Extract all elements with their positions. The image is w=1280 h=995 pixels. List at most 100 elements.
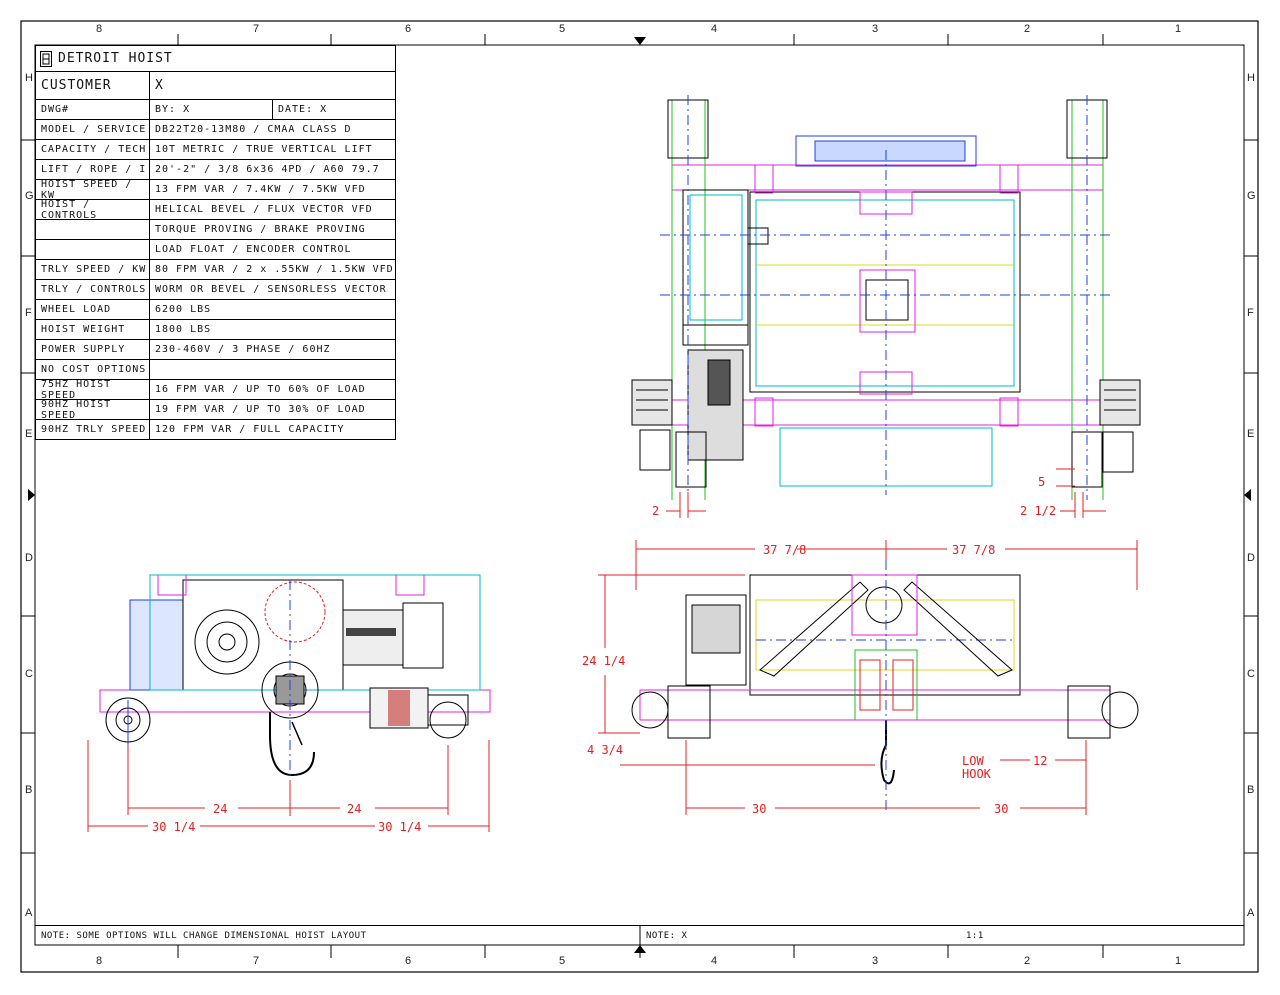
zone-col-label: 7 bbox=[253, 955, 260, 967]
zone-col-label: 4 bbox=[711, 23, 718, 35]
dwg-label: DWG# bbox=[36, 100, 150, 119]
spec-value: 230-460V / 3 PHASE / 60HZ bbox=[155, 344, 331, 355]
spec-row: LOAD FLOAT / ENCODER CONTROL bbox=[36, 240, 395, 260]
zone-row-label: A bbox=[1247, 907, 1255, 919]
zone-row-label: H bbox=[1247, 72, 1255, 84]
dim-front-half-right: 24 bbox=[347, 802, 361, 816]
zone-col-label: 8 bbox=[96, 23, 103, 35]
center-arrow-right bbox=[1244, 489, 1251, 501]
dim-top-right-height: 5 bbox=[1038, 475, 1045, 489]
zone-row-label: G bbox=[25, 190, 34, 202]
front-view-dimensions bbox=[87, 740, 490, 832]
dim-side-hook-offset: 12 bbox=[1033, 754, 1047, 768]
spec-value: DB22T20-13M80 / CMAA CLASS D bbox=[155, 124, 352, 135]
zone-row-label: H bbox=[25, 72, 33, 84]
spec-row: TORQUE PROVING / BRAKE PROVING bbox=[36, 220, 395, 240]
dim-top-right-gap: 2 1/2 bbox=[1020, 504, 1056, 518]
side-view-dimensions bbox=[598, 540, 1138, 815]
dim-side-low: 4 3/4 bbox=[587, 743, 623, 757]
zone-col-label: 2 bbox=[1024, 955, 1031, 967]
dim-side-bottom-right: 30 bbox=[994, 802, 1008, 816]
drawing-date: DATE: X bbox=[272, 100, 395, 119]
company-logo-icon bbox=[40, 50, 52, 67]
spec-label: 75HZ HOIST SPEED bbox=[36, 379, 150, 401]
spec-value: WORM OR BEVEL / SENSORLESS VECTOR bbox=[155, 284, 387, 295]
zone-col-label: 6 bbox=[405, 23, 412, 35]
zone-row-label: E bbox=[25, 428, 33, 440]
spec-value: 1800 LBS bbox=[155, 324, 212, 335]
zone-row-label: G bbox=[1247, 190, 1256, 202]
dim-side-top-right: 37 7/8 bbox=[952, 543, 995, 557]
center-arrow-left bbox=[28, 489, 35, 501]
dim-side-height: 24 1/4 bbox=[582, 654, 625, 668]
customer-label: CUSTOMER bbox=[36, 72, 150, 99]
dim-front-overall-left: 30 1/4 bbox=[152, 820, 195, 834]
top-view bbox=[631, 95, 1141, 500]
front-view bbox=[99, 574, 491, 820]
spec-label: 90HZ TRLY SPEED bbox=[36, 420, 150, 439]
zone-row-label: E bbox=[1247, 428, 1255, 440]
spec-row: NO COST OPTIONS bbox=[36, 360, 395, 380]
spec-label: HOIST / CONTROLS bbox=[36, 199, 150, 221]
spec-value: TORQUE PROVING / BRAKE PROVING bbox=[155, 224, 366, 235]
customer-value: X bbox=[155, 78, 164, 93]
spec-label: WHEEL LOAD bbox=[36, 300, 150, 319]
spec-value: 6200 LBS bbox=[155, 304, 212, 315]
center-arrow-bottom bbox=[634, 945, 646, 953]
spec-value: LOAD FLOAT / ENCODER CONTROL bbox=[155, 244, 352, 255]
dim-low-hook-line2: HOOK bbox=[962, 767, 992, 781]
zone-row-label: C bbox=[1247, 668, 1255, 680]
scale-label: 1:1 bbox=[966, 931, 984, 941]
spec-label: CAPACITY / TECH bbox=[36, 140, 150, 159]
top-view-dimensions bbox=[666, 468, 1106, 518]
dwg-meta: BY: X DATE: X bbox=[150, 100, 395, 119]
drawn-by: BY: X bbox=[155, 104, 191, 115]
spec-value: 10T METRIC / TRUE VERTICAL LIFT bbox=[155, 144, 373, 155]
spec-label: TRLY SPEED / KW bbox=[36, 260, 150, 279]
spec-row: WHEEL LOAD 6200 LBS bbox=[36, 300, 395, 320]
spec-value: 80 FPM VAR / 2 x .55KW / 1.5KW VFD bbox=[155, 264, 394, 275]
zone-col-label: 5 bbox=[559, 23, 566, 35]
spec-value: 120 FPM VAR / FULL CAPACITY bbox=[155, 424, 345, 435]
spec-row: HOIST / CONTROLS HELICAL BEVEL / FLUX VEC… bbox=[36, 199, 395, 221]
zone-col-label: 3 bbox=[872, 23, 879, 35]
note-left: NOTE: SOME OPTIONS WILL CHANGE DIMENSION… bbox=[41, 931, 367, 941]
company-name: DETROIT HOIST bbox=[58, 51, 173, 66]
note-middle: NOTE: X bbox=[646, 931, 688, 941]
spec-label: TRLY / CONTROLS bbox=[36, 280, 150, 299]
zone-row-label: D bbox=[1247, 552, 1255, 564]
zone-ticks bbox=[21, 34, 1258, 958]
zone-row-label: A bbox=[25, 907, 33, 919]
dim-low-hook-line1: LOW bbox=[962, 754, 984, 768]
spec-row: 90HZ TRLY SPEED 120 FPM VAR / FULL CAPACI… bbox=[36, 420, 395, 439]
spec-row: TRLY / CONTROLS WORM OR BEVEL / SENSORLES… bbox=[36, 280, 395, 300]
dwg-row: DWG# BY: X DATE: X bbox=[36, 100, 395, 120]
zone-col-label: 5 bbox=[559, 955, 566, 967]
spec-label: NO COST OPTIONS bbox=[36, 360, 150, 379]
dim-side-bottom-left: 30 bbox=[752, 802, 766, 816]
spec-value bbox=[150, 360, 395, 379]
spec-value: HELICAL BEVEL / FLUX VECTOR VFD bbox=[155, 204, 373, 215]
zone-col-label: 2 bbox=[1024, 23, 1031, 35]
zone-row-label: B bbox=[25, 784, 33, 796]
zone-row-label: F bbox=[25, 307, 32, 319]
spec-row: TRLY SPEED / KW 80 FPM VAR / 2 x .55KW / … bbox=[36, 260, 395, 280]
spec-row: CAPACITY / TECH 10T METRIC / TRUE VERTICA… bbox=[36, 140, 395, 160]
zone-row-label: B bbox=[1247, 784, 1255, 796]
title-block-header: DETROIT HOIST bbox=[36, 46, 395, 72]
zone-col-label: 1 bbox=[1175, 23, 1182, 35]
dim-front-overall-right: 30 1/4 bbox=[378, 820, 421, 834]
notes-strip: NOTE: SOME OPTIONS WILL CHANGE DIMENSION… bbox=[35, 925, 1244, 946]
spec-label: 90HZ HOIST SPEED bbox=[36, 399, 150, 421]
dim-top-left-gap: 2 bbox=[652, 504, 659, 518]
zone-row-label: C bbox=[25, 668, 33, 680]
